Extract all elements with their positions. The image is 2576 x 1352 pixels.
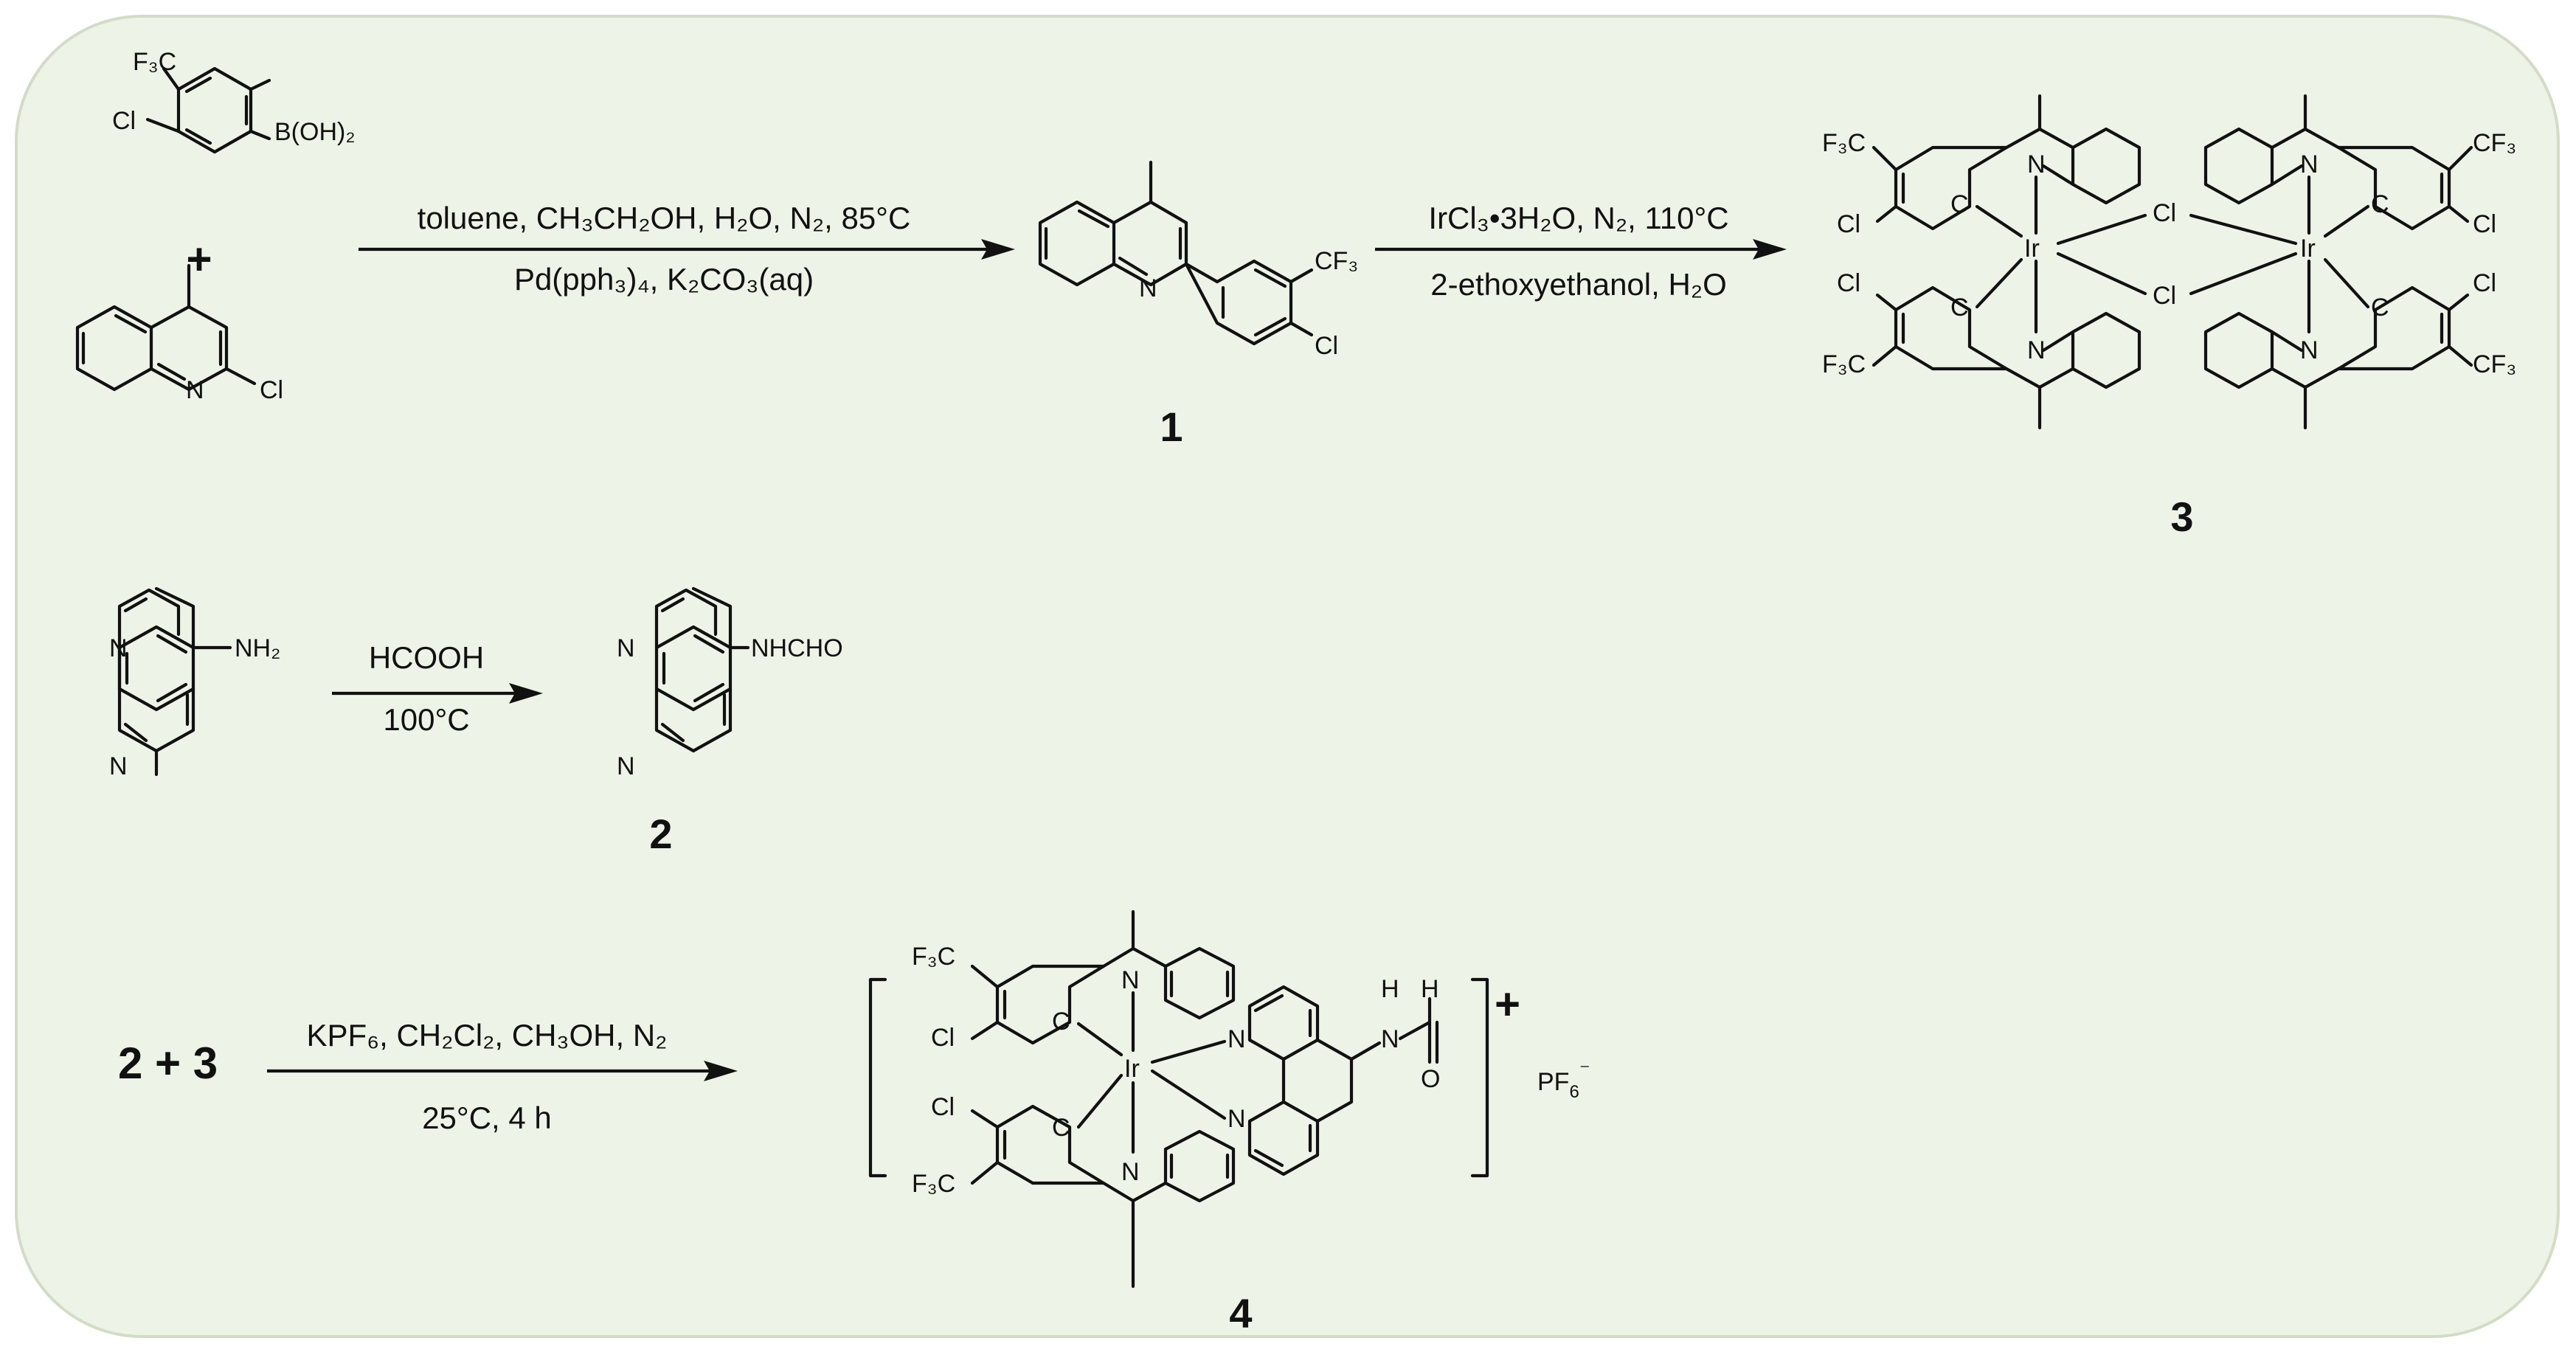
counterion-pf6: PF6⁻ [1537, 1058, 1590, 1102]
reaction-arrow-4[interactable] [267, 1061, 738, 1081]
conditions-4-below: 25°C, 4 h [422, 1100, 552, 1135]
reaction-arrow-1[interactable] [359, 239, 1015, 260]
bridging-cl-label: Cl [2153, 282, 2176, 310]
nh-label: N [1381, 1025, 1399, 1053]
complex-charge: + [1495, 980, 1520, 1029]
conditions-2-below: 2-ethoxyethanol, H₂O [1430, 267, 1727, 302]
compound-label-1: 1 [1160, 403, 1183, 450]
ir-label: Ir [1124, 1055, 1140, 1083]
n-label: N [1228, 1105, 1246, 1133]
reactants-label: 2 + 3 [118, 1039, 218, 1088]
n-label: N [109, 634, 128, 662]
h-label: H [1421, 975, 1439, 1003]
counterion-base: PF [1537, 1068, 1569, 1096]
cf3-label: CF₃ [1315, 247, 1358, 275]
n-label: N [1228, 1025, 1246, 1053]
cl-label: Cl [260, 376, 283, 404]
n-label: N [1139, 274, 1157, 302]
svg-text:PF6⁻: PF6⁻ [1537, 1058, 1590, 1102]
compound-label-4: 4 [1229, 1290, 1252, 1337]
cf3-label: F₃C [1822, 129, 1866, 157]
cl-label: Cl [1837, 269, 1860, 297]
cf3-label: F₃C [912, 943, 955, 971]
cl-label: Cl [1315, 332, 1338, 360]
reaction-arrow-3[interactable] [332, 683, 543, 704]
compound-label-2: 2 [649, 811, 672, 857]
counterion-subscript: 6 [1569, 1082, 1579, 1102]
n-label: N [1121, 966, 1140, 994]
conditions-3-below: 100°C [383, 702, 469, 737]
ir-label: Ir [2024, 235, 2040, 263]
n-label: N [1121, 1158, 1140, 1186]
conditions-1-above: toluene, CH₃CH₂OH, H₂O, N₂, 85°C [418, 201, 911, 235]
cl-label: Cl [112, 107, 136, 135]
conditions-3-above: HCOOH [369, 640, 484, 675]
cl-label: Cl [2473, 210, 2496, 238]
aminophenanthroline-structure: N N NH₂ [109, 586, 280, 780]
nhcho-label: NHCHO [751, 634, 843, 662]
scheme-background-panel [15, 15, 2560, 1338]
conditions-4-above: KPF₆, CH₂Cl₂, CH₃OH, N₂ [307, 1018, 668, 1053]
cl-label: Cl [1837, 210, 1860, 238]
left-bracket [868, 977, 887, 1178]
cl-label: Cl [931, 1093, 955, 1121]
cf3-label: F₃C [912, 1170, 955, 1198]
n-label: N [617, 634, 635, 662]
boronic-acid-structure: F₃C Cl B(OH)₂ [112, 48, 356, 154]
compound-4-structure: Ir N N C C N N F₃C Cl Cl F₃C N H H O [912, 909, 1440, 1289]
o-label: O [1421, 1065, 1440, 1093]
chloromethylquinoline-structure: N Cl [75, 263, 283, 404]
n-label: N [2300, 150, 2319, 178]
conditions-1-below: Pd(pph₃)₄, K₂CO₃(aq) [514, 262, 814, 297]
boronic-acid-label: B(OH)₂ [274, 118, 356, 146]
reaction-arrow-2[interactable] [1375, 239, 1787, 260]
compound-label-3: 3 [2170, 493, 2193, 540]
nh2-label: NH₂ [235, 634, 280, 662]
cl-label: Cl [931, 1024, 955, 1052]
cf3-label: CF₃ [2473, 350, 2516, 378]
cf3-label: F₃C [1822, 350, 1866, 378]
counterion-superscript: ⁻ [1579, 1058, 1590, 1081]
right-bracket [1470, 977, 1489, 1178]
n-label: N [186, 376, 204, 404]
compound-3-structure: Ir N N C C F₃C Cl Cl F₃C Cl Cl Ir N N C … [1822, 94, 2516, 430]
n-label: N [617, 752, 635, 780]
cf3-label: CF₃ [2473, 129, 2516, 157]
plus-sign: + [186, 235, 212, 284]
compound-1-structure: N CF₃ Cl [1038, 160, 1358, 360]
cl-label: Cl [2473, 269, 2496, 297]
compound-2-structure: N N NHCHO [617, 586, 843, 780]
conditions-2-above: IrCl₃•3H₂O, N₂, 110°C [1428, 201, 1728, 235]
bridging-cl-label: Cl [2153, 199, 2176, 227]
ir-label: Ir [2300, 235, 2316, 263]
h-label: H [1381, 975, 1399, 1003]
cf3-label: F₃C [133, 48, 176, 76]
n-label: N [2027, 150, 2046, 178]
n-label: N [109, 752, 128, 780]
